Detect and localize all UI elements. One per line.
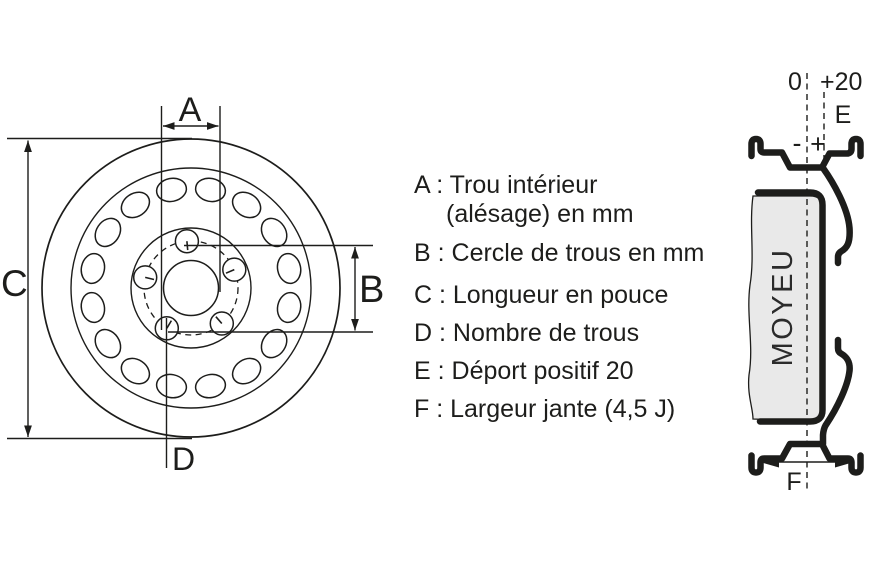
bolt-hole-mark [215,316,223,325]
legend-line-c: C : Longueur en pouce [414,281,668,309]
dim-a-label: A [179,91,202,129]
dimension-lines: A C B D [1,91,384,477]
legend-line-b: B : Cercle de trous en mm [414,239,704,267]
bolt-hole-mark [166,320,173,329]
disc-top-section [819,164,853,267]
vent-hole [194,177,227,203]
vent-hole [194,373,227,399]
vent-hole [94,328,122,359]
wheel-front-view [41,138,341,438]
dim-f-label: F [786,468,801,496]
bolt-holes [132,228,247,341]
bolt-hole-mark [145,276,155,281]
vent-hole [260,328,288,359]
vent-hole [276,291,302,324]
vent-hole [120,191,151,219]
disc-bottom-section [819,336,853,448]
dim-e-label: E [835,101,852,129]
rim-section-view: MOYEU 0 +20 E - + F [747,68,864,496]
vent-hole [80,252,106,285]
vent-hole [80,291,106,324]
legend-line-a2: (alésage) en mm [446,200,634,228]
plus-sign: + [810,129,826,159]
legend-line-e: E : Déport positif 20 [414,357,634,385]
offset-plus20-label: +20 [820,68,862,96]
vent-hole [155,373,188,399]
offset-zero-label: 0 [788,68,802,96]
wheel-rim-inner-edge [70,167,312,409]
legend-line-f: F : Largeur jante (4,5 J) [414,395,675,423]
bolt-hole-mark [225,268,235,274]
hub-plate-circle [130,227,252,349]
dim-c-label: C [1,263,28,304]
vent-hole [94,217,122,248]
hub-label: MOYEU [767,248,799,367]
rim-top-flange [748,135,864,171]
legend-line-a: A : Trou intérieur [414,171,597,199]
vent-hole [120,357,151,385]
vent-hole [231,357,262,385]
dim-b-label: B [359,269,384,311]
legend: A : Trou intérieur (alésage) en mm B : C… [414,171,704,423]
minus-sign: - [793,128,802,158]
vent-hole [155,177,188,203]
vent-hole [276,252,302,285]
wheel-outer-rim [41,138,341,438]
center-bore [162,259,220,317]
legend-line-d: D : Nombre de trous [414,319,639,347]
rim-bottom-flange [748,440,864,476]
dim-d-label: D [172,441,195,477]
vent-holes-ring [80,177,302,399]
vent-hole [231,191,262,219]
hub-block-border [754,189,826,425]
